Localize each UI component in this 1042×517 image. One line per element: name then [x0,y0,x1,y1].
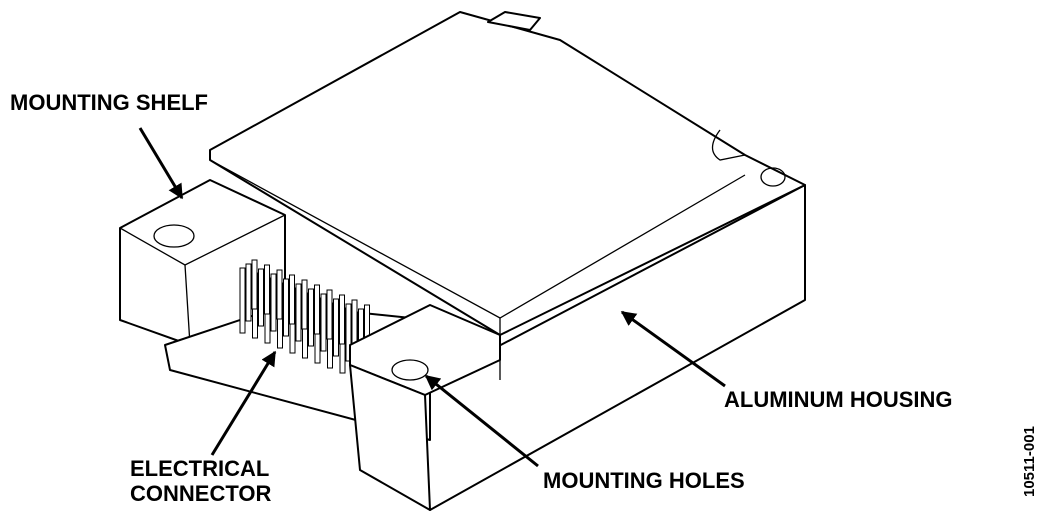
connector-pin [326,289,333,340]
connector-pin [289,274,295,325]
connector-pin [283,278,289,337]
connector-pin [345,303,352,362]
mounting-hole-front [391,359,429,381]
aluminum-housing-body [209,11,806,511]
figure-id: 10511-001 [1021,426,1038,497]
connector-pin [308,288,314,347]
connector-pin [333,298,339,357]
connector-pin [270,273,277,332]
label-aluminum-housing: ALUMINUM HOUSING [724,387,953,412]
connector-pin [245,263,252,322]
connector-pin [320,293,327,352]
connector-pin [264,264,270,315]
connector-pin [258,268,264,327]
connector-pin [276,269,283,320]
connector-pin [295,283,302,342]
front-mounting-block [349,304,501,511]
connector-pin [251,259,258,310]
label-electrical: ELECTRICAL [130,456,269,481]
label-mounting-holes: MOUNTING HOLES [543,468,745,493]
arrow-electrical-connector [210,350,277,456]
arrow-mounting-shelf [138,127,184,200]
arrow-aluminum-housing [620,310,726,388]
label-connector: CONNECTOR [130,481,271,506]
connector-pin [314,284,320,335]
label-mounting-shelf: MOUNTING SHELF [10,90,208,115]
connector-pin [339,294,345,345]
connector-pin [301,279,308,330]
arrow-mounting-holes [424,374,539,468]
connector-pin [239,267,246,334]
mounting-hole-left [153,224,195,248]
